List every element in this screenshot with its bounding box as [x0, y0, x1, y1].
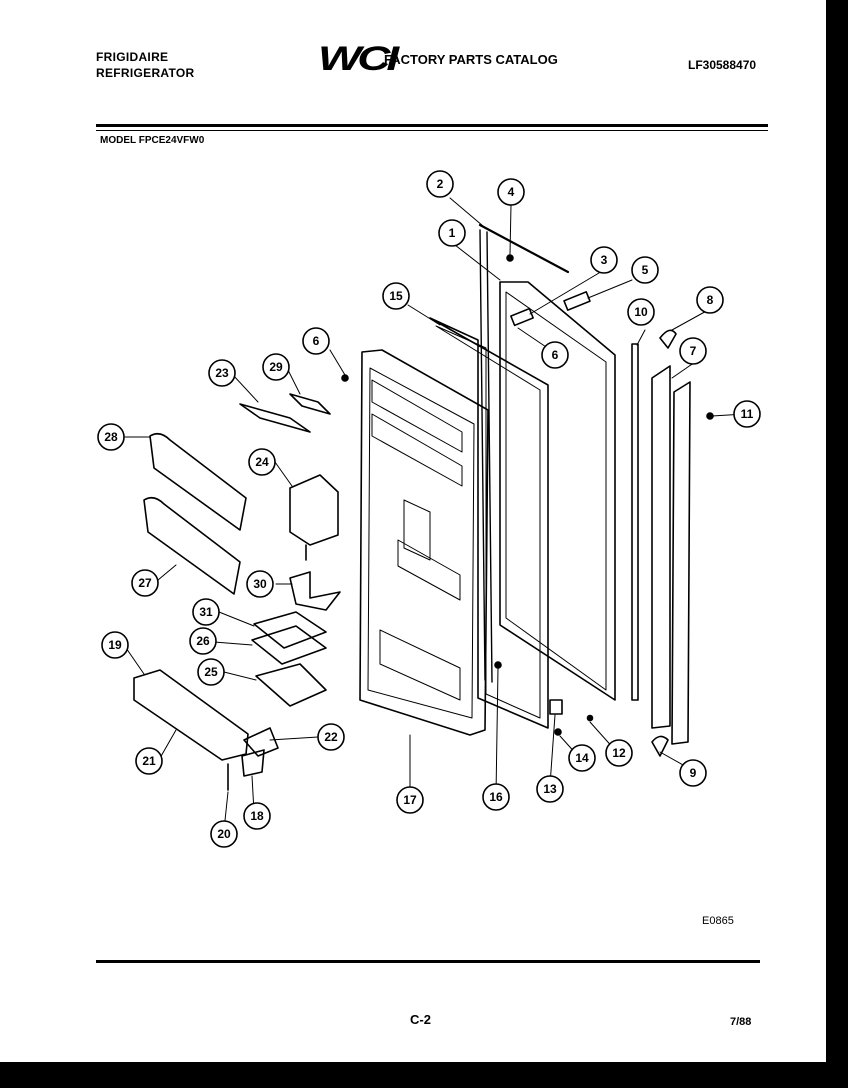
- svg-text:22: 22: [324, 730, 338, 744]
- svg-text:24: 24: [255, 455, 269, 469]
- header-rule: [96, 124, 768, 127]
- callout-8: 8: [696, 286, 724, 314]
- callout-22: 22: [317, 723, 345, 751]
- page-number: C-2: [410, 1012, 431, 1027]
- brand-name: FRIGIDAIRE: [96, 50, 169, 64]
- callout-30: 30: [246, 570, 274, 598]
- catalog-title: FACTORY PARTS CATALOG: [384, 52, 558, 67]
- svg-text:12: 12: [612, 746, 626, 760]
- svg-text:6: 6: [313, 334, 320, 348]
- callout-7: 7: [679, 337, 707, 365]
- footer-rule: [96, 960, 760, 963]
- svg-text:30: 30: [253, 577, 267, 591]
- bins: [251, 611, 327, 707]
- svg-text:8: 8: [707, 293, 714, 307]
- svg-text:7: 7: [690, 344, 697, 358]
- svg-text:21: 21: [142, 754, 156, 768]
- svg-text:26: 26: [196, 634, 210, 648]
- callout-3: 3: [590, 246, 618, 274]
- callout-2: 2: [426, 170, 454, 198]
- svg-text:9: 9: [690, 766, 697, 780]
- callout-21: 21: [135, 747, 163, 775]
- bottom-bin: [133, 669, 279, 791]
- catalog-number: LF30588470: [688, 58, 757, 72]
- svg-text:19: 19: [108, 638, 122, 652]
- callout-12: 12: [605, 739, 633, 767]
- door-inner-liner: [359, 349, 489, 736]
- callout-25: 25: [197, 658, 225, 686]
- callout-17: 17: [396, 786, 424, 814]
- svg-text:20: 20: [217, 827, 231, 841]
- svg-text:23: 23: [215, 366, 229, 380]
- callout-1: 1: [438, 219, 466, 247]
- callout-4: 4: [497, 178, 525, 206]
- callout-28: 28: [97, 423, 125, 451]
- svg-text:13: 13: [543, 782, 557, 796]
- small-parts: [341, 254, 714, 736]
- callouts: 1 2 3 4 5 6 6 7 8 9 10 11 12 13 14 15 16…: [97, 170, 761, 848]
- svg-text:16: 16: [489, 790, 503, 804]
- svg-text:29: 29: [269, 360, 283, 374]
- callout-10: 10: [627, 298, 655, 326]
- header-rule-thin: [96, 130, 768, 131]
- svg-text:10: 10: [634, 305, 648, 319]
- svg-text:6: 6: [552, 348, 559, 362]
- callout-29: 29: [262, 353, 290, 381]
- wci-logo: WCI: [318, 40, 399, 78]
- callout-9: 9: [679, 759, 707, 787]
- catalog-page: FRIGIDAIRE REFRIGERATOR WCI FACTORY PART…: [0, 0, 826, 1062]
- callout-19: 19: [101, 631, 129, 659]
- callout-13: 13: [536, 775, 564, 803]
- callout-20: 20: [210, 820, 238, 848]
- svg-text:14: 14: [575, 751, 589, 765]
- callout-15: 15: [382, 282, 410, 310]
- svg-text:3: 3: [601, 253, 608, 267]
- door-shelves: [143, 432, 247, 595]
- callout-26: 26: [189, 627, 217, 655]
- callout-11: 11: [733, 400, 761, 428]
- callout-31: 31: [192, 598, 220, 626]
- product-type: REFRIGERATOR: [96, 66, 195, 80]
- callout-27: 27: [131, 569, 159, 597]
- door-outer-panel: [499, 281, 616, 701]
- callout-16: 16: [482, 783, 510, 811]
- callout-18: 18: [243, 802, 271, 830]
- exploded-parts-diagram: 1 2 3 4 5 6 6 7 8 9 10 11 12 13 14 15 16…: [97, 170, 761, 848]
- svg-text:18: 18: [250, 809, 264, 823]
- callout-23: 23: [208, 359, 236, 387]
- svg-text:11: 11: [741, 407, 754, 421]
- model-number: MODEL FPCE24VFW0: [100, 135, 205, 146]
- svg-text:27: 27: [138, 576, 152, 590]
- callout-5: 5: [631, 256, 659, 284]
- svg-text:25: 25: [204, 665, 218, 679]
- svg-text:2: 2: [437, 177, 444, 191]
- svg-text:28: 28: [104, 430, 118, 444]
- callout-14: 14: [568, 744, 596, 772]
- dispenser-parts: [239, 393, 341, 611]
- door-trim-strips: [631, 329, 691, 757]
- svg-text:31: 31: [199, 605, 213, 619]
- door-gasket: [429, 317, 549, 729]
- callout-24: 24: [248, 448, 276, 476]
- svg-text:17: 17: [403, 793, 417, 807]
- svg-text:4: 4: [508, 185, 515, 199]
- callout-6b: 6: [541, 341, 569, 369]
- callout-6a: 6: [302, 327, 330, 355]
- svg-text:15: 15: [389, 289, 403, 303]
- svg-text:1: 1: [449, 226, 456, 240]
- print-date: 7/88: [730, 1016, 752, 1028]
- svg-text:5: 5: [642, 263, 649, 277]
- diagram-code: E0865: [702, 915, 734, 927]
- door-strip: [478, 223, 570, 683]
